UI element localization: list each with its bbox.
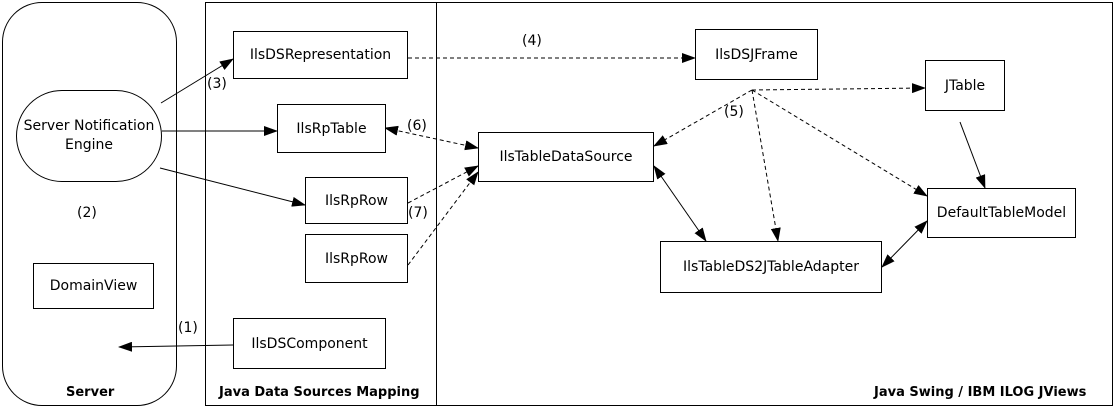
arrow-hub-to-adapter — [751, 89, 781, 242]
table-data-source-box: IlsTableDataSource — [478, 132, 654, 182]
step-2-label: (2) — [77, 205, 97, 221]
default-table-model-box: DefaultTableModel — [927, 188, 1076, 238]
step-1-label: (1) — [178, 320, 198, 336]
arrow-hub-to-defaultmodel — [751, 89, 928, 197]
server-region — [2, 2, 177, 406]
jtable-box: JTable — [925, 60, 1005, 111]
rp-row-box-2: IlsRpRow — [305, 234, 408, 283]
domain-view-box: DomainView — [33, 263, 154, 309]
swing-region-label: Java Swing / IBM ILOG JViews — [874, 385, 1087, 400]
server-region-label: Server — [66, 385, 115, 400]
table-ds2jtable-adapter-box: IlsTableDS2JTableAdapter — [660, 241, 882, 293]
rp-row-box-1: IlsRpRow — [305, 177, 408, 224]
rp-table-box: IlsRpTable — [277, 104, 386, 153]
arrow-rptable-datasource — [384, 125, 479, 151]
arrow-engine-to-rprow — [159, 167, 306, 207]
ds-jframe-box: IlsDSJFrame — [695, 29, 818, 80]
ds-component-box: IlsDSComponent — [233, 318, 386, 369]
arrow-rprow2-to-datasource — [407, 171, 479, 266]
arrow-hub-to-jtable — [751, 83, 926, 94]
step-3-label: (3) — [207, 76, 227, 92]
ds-representation-box: IlsDSRepresentation — [233, 31, 408, 79]
arrow-engine-to-representation — [160, 58, 234, 104]
server-notification-engine: Server Notification Engine — [16, 90, 162, 182]
step-4-label: (4) — [522, 33, 542, 49]
mapping-region-label: Java Data Sources Mapping — [219, 385, 420, 400]
step-6-label: (6) — [407, 118, 427, 134]
step-7-label: (7) — [408, 205, 428, 221]
arrow-rprow1-to-datasource — [407, 165, 479, 204]
arrow-jtable-to-defaultmodel — [959, 121, 986, 189]
arrow-component-to-server — [118, 341, 234, 352]
step-5-label: (5) — [724, 104, 744, 120]
engine-label-line2: Engine — [65, 137, 113, 153]
engine-label-line1: Server Notification — [23, 118, 155, 134]
arrow-adapter-defaultmodel — [881, 220, 928, 268]
arrow-hub-to-datasource — [653, 89, 753, 147]
arrow-datasource-adapter — [653, 165, 707, 242]
